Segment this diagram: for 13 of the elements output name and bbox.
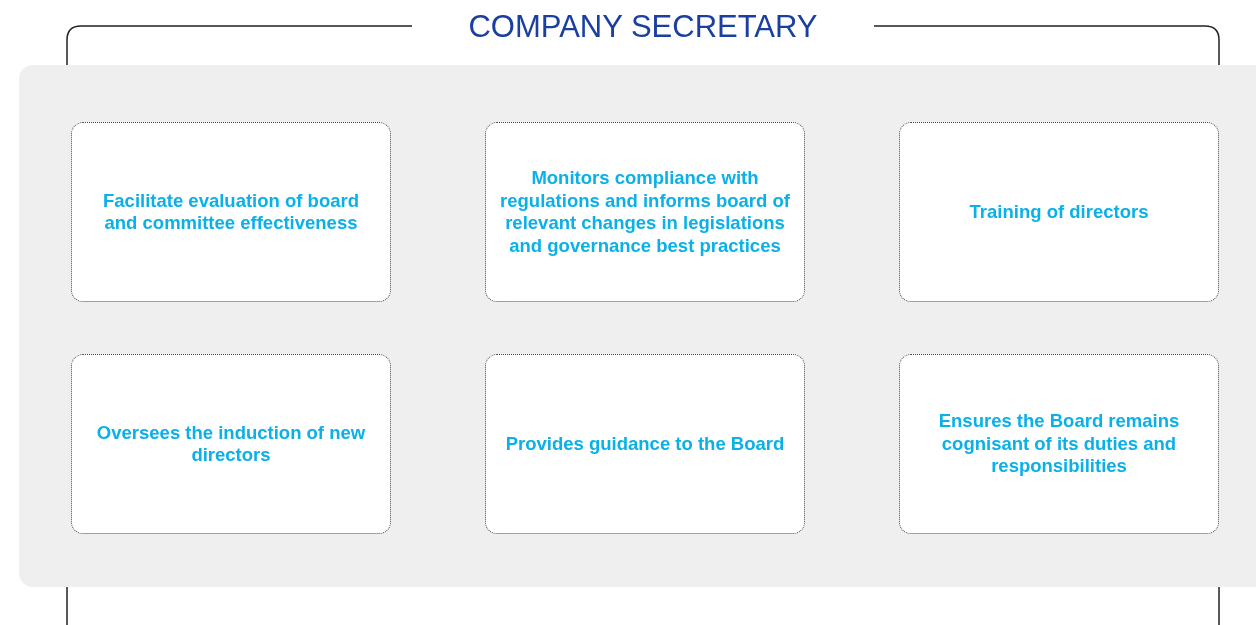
role-card — [485, 122, 805, 302]
role-text: Facilitate evaluation of board and committee effectiveness — [102, 189, 360, 235]
role-card — [899, 122, 1219, 302]
role-card — [485, 354, 805, 534]
section-title: COMPANY SECRETARY — [467, 10, 819, 44]
role-text: Monitors compliance with regulations and informs board of relevant changes in legislations and governance best practices — [500, 167, 790, 257]
role-text: Ensures the Board remains cognisant of its duties and responsibilities — [937, 410, 1181, 478]
role-card — [899, 354, 1219, 534]
role-text: Oversees the induction of new directors — [95, 421, 367, 467]
role-card — [71, 354, 391, 534]
role-text: Training of directors — [969, 200, 1149, 224]
role-text: Provides guidance to the Board — [505, 432, 785, 456]
role-card — [71, 122, 391, 302]
